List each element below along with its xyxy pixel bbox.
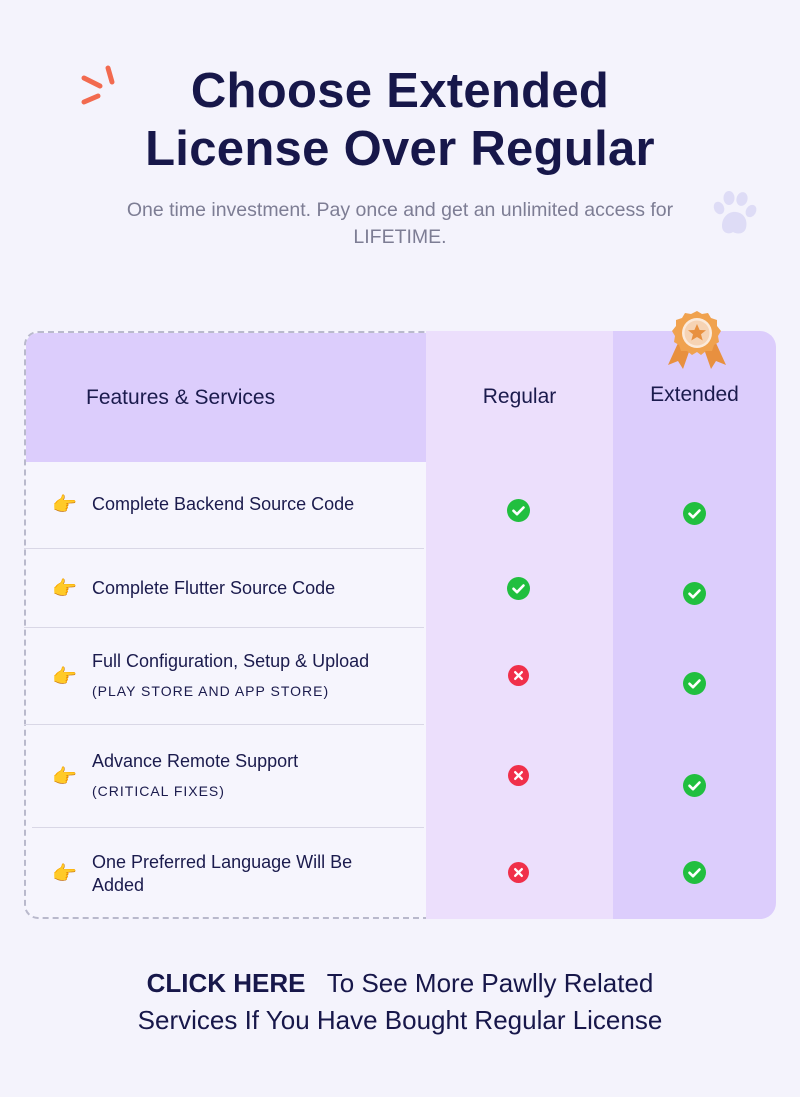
check-icon bbox=[683, 582, 706, 605]
award-badge-icon bbox=[668, 311, 726, 369]
paw-icon bbox=[713, 191, 757, 234]
regular-column: Regular bbox=[426, 331, 613, 919]
regular-header: Regular bbox=[482, 385, 557, 408]
pointing-hand-icon: 👉 bbox=[52, 665, 77, 688]
features-header: Features & Services bbox=[26, 333, 426, 462]
pointing-hand-icon: 👉 bbox=[52, 863, 77, 885]
cta-line-1: CLICK HERE To See More Pawlly Related bbox=[0, 965, 800, 1002]
cta-line-2: Services If You Have Bought Regular Lice… bbox=[137, 1005, 663, 1035]
feature-label: Complete Backend Source Code bbox=[92, 493, 355, 514]
title-line-2: License Over Regular bbox=[145, 122, 655, 176]
feature-row: 👉 Complete Flutter Source Code bbox=[24, 549, 424, 628]
feature-note: (CRITICAL FIXES) bbox=[92, 782, 225, 799]
cross-icon bbox=[508, 765, 529, 786]
feature-note: (PLAY STORE AND APP STORE) bbox=[92, 682, 330, 699]
burst-decoration-icon bbox=[81, 65, 115, 105]
cta-line-1-rest: To See More Pawlly Related bbox=[326, 968, 654, 998]
features-column: Features & Services bbox=[24, 331, 426, 919]
check-icon bbox=[683, 502, 706, 525]
pointing-hand-icon: 👉 bbox=[52, 577, 77, 600]
cta-text: CLICK HERE To See More Pawlly Related Se… bbox=[0, 965, 800, 1039]
check-icon bbox=[683, 774, 706, 797]
feature-label: Advance Remote Support (CRITICAL FIXES) bbox=[92, 750, 412, 803]
check-icon bbox=[683, 672, 706, 695]
feature-row: 👉 Advance Remote Support (CRITICAL FIXES… bbox=[32, 725, 424, 828]
cross-icon bbox=[508, 862, 529, 883]
feature-label-text: Full Configuration, Setup & Upload bbox=[92, 650, 370, 671]
feature-row: 👉 Full Configuration, Setup & Upload (PL… bbox=[24, 628, 424, 725]
pointing-hand-icon: 👉 bbox=[52, 765, 77, 788]
page-title: Choose Extended License Over Regular bbox=[0, 62, 800, 178]
feature-label: One Preferred Language Will Be Added bbox=[92, 851, 353, 895]
subtitle: One time investment. Pay once and get an… bbox=[126, 199, 674, 248]
feature-row: 👉 One Preferred Language Will Be Added bbox=[24, 828, 424, 919]
extended-column: Extended bbox=[613, 331, 776, 919]
license-comparison-table: Features & Services Regular Extended 👉 C… bbox=[24, 331, 776, 919]
feature-label-text: Advance Remote Support bbox=[92, 750, 299, 771]
check-icon bbox=[683, 861, 706, 884]
pointing-hand-icon: 👉 bbox=[52, 493, 77, 516]
extended-header: Extended bbox=[650, 383, 739, 406]
feature-label: Full Configuration, Setup & Upload (PLAY… bbox=[92, 650, 412, 703]
check-icon bbox=[507, 577, 530, 600]
click-here-link[interactable]: CLICK HERE bbox=[146, 968, 306, 998]
feature-row: 👉 Complete Backend Source Code bbox=[24, 460, 424, 549]
title-line-1: Choose Extended bbox=[190, 64, 610, 118]
cross-icon bbox=[508, 665, 529, 686]
feature-label: Complete Flutter Source Code bbox=[92, 577, 336, 598]
check-icon bbox=[507, 499, 530, 522]
